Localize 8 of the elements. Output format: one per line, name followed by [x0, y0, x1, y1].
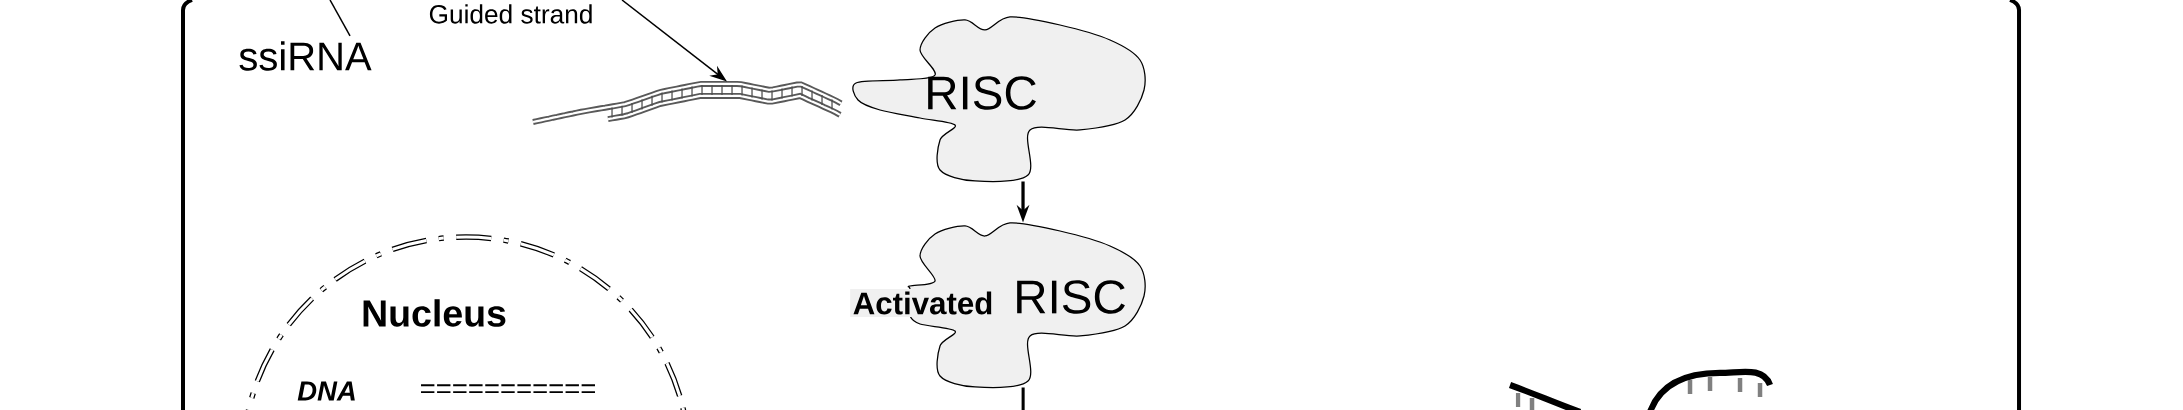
edge-label: Guided strand	[426, 1, 596, 27]
rna-strand-drawing	[532, 81, 843, 125]
risc-blob: RISC	[852, 16, 1146, 183]
ssirna-label: ssiRNA	[239, 41, 372, 71]
dna-label: DNA	[297, 381, 355, 401]
dna-strand-symbol: ===========	[421, 384, 595, 394]
activated-risc-blob: Activated RISC	[850, 222, 1146, 389]
dna-helix-drawing	[1508, 368, 1773, 410]
